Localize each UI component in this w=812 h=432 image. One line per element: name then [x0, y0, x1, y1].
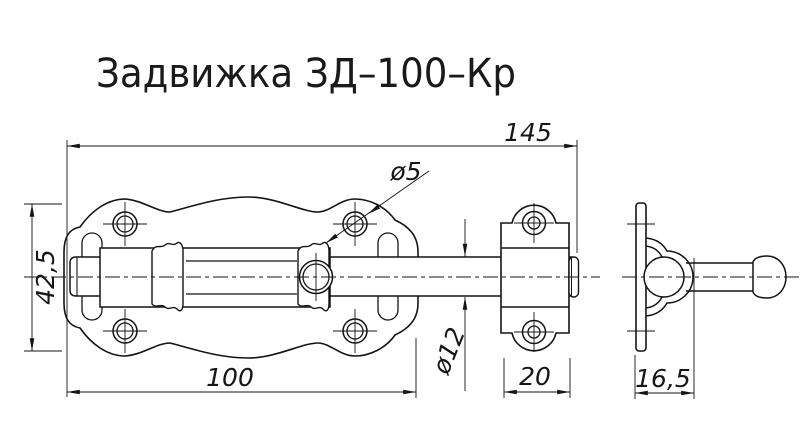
keeper-hole-bottom [514, 312, 554, 352]
dim-text-20: 20 [519, 362, 551, 391]
mounting-hole-bottom-right [333, 309, 377, 353]
dim-text-d5: ø5 [389, 157, 421, 186]
guide-loop-outer [645, 237, 694, 317]
dim-text-16-5: 16,5 [635, 364, 691, 393]
top-view [24, 196, 600, 359]
dim-text-100: 100 [206, 363, 254, 392]
dim-text-d12: ø12 [426, 323, 471, 378]
bolt-sleeve [99, 247, 331, 308]
keeper-hole-top [514, 203, 554, 243]
drawing-title: Задвижка ЗД–100–Кр [96, 51, 516, 97]
mounting-hole-bottom-left [103, 309, 147, 353]
keeper-plate [500, 203, 580, 352]
mounting-hole-top-left [103, 202, 147, 246]
leader-arrow-d5-hole [368, 204, 380, 214]
side-view [622, 202, 800, 352]
dim-text-42-5: 42,5 [31, 249, 60, 305]
dim-text-145: 145 [504, 118, 552, 147]
